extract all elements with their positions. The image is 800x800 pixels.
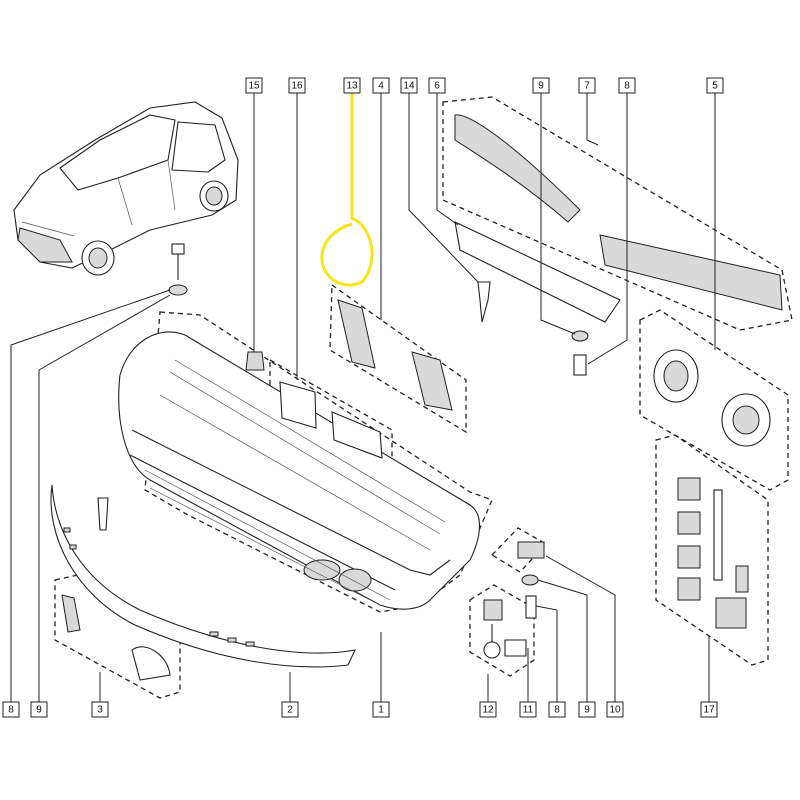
front-bumper xyxy=(118,331,481,610)
callout-bottom-8b: 8 xyxy=(548,701,566,718)
callout-bottom-3: 3 xyxy=(91,701,109,718)
callout-bottom-9b: 9 xyxy=(578,701,596,718)
plates-part-16 xyxy=(279,381,383,459)
group-outlines xyxy=(54,96,793,699)
svg-text:9: 9 xyxy=(36,705,42,716)
svg-text:9: 9 xyxy=(538,81,544,92)
lower-spoiler xyxy=(50,484,356,668)
svg-text:8: 8 xyxy=(8,705,14,716)
car-illustration xyxy=(13,101,239,276)
callout-top-9: 9 xyxy=(532,77,550,94)
callout-top-14: 14 xyxy=(400,77,418,94)
callout-top-13: 13 xyxy=(343,77,361,94)
fasteners xyxy=(97,243,589,659)
callout-top-7: 7 xyxy=(578,77,596,94)
callout-bottom-2: 2 xyxy=(281,701,299,718)
svg-text:8: 8 xyxy=(554,705,560,716)
callout-bottom-17: 17 xyxy=(700,701,718,718)
callout-top-15: 15 xyxy=(245,77,263,94)
svg-text:10: 10 xyxy=(609,705,621,716)
callout-bottom-9: 9 xyxy=(30,701,48,718)
svg-text:9: 9 xyxy=(584,705,590,716)
absorbers-part-6-7 xyxy=(454,114,783,323)
svg-text:3: 3 xyxy=(97,705,103,716)
svg-text:7: 7 xyxy=(584,81,590,92)
callout-bottom-11: 11 xyxy=(519,701,537,718)
leader-lines xyxy=(10,93,716,702)
callout-bottom-8: 8 xyxy=(2,701,20,718)
svg-text:1: 1 xyxy=(378,705,384,716)
clips-part-17 xyxy=(677,477,749,629)
callout-bottom-12: 12 xyxy=(479,701,497,718)
callout-top-8: 8 xyxy=(618,77,636,94)
svg-text:16: 16 xyxy=(291,81,303,92)
callout-bottom-1: 1 xyxy=(372,701,390,718)
callout-bottom-10: 10 xyxy=(606,701,624,718)
svg-text:11: 11 xyxy=(523,705,534,716)
svg-text:15: 15 xyxy=(248,81,260,92)
callout-top-16: 16 xyxy=(288,77,306,94)
svg-text:8: 8 xyxy=(624,81,630,92)
svg-text:12: 12 xyxy=(482,705,494,716)
svg-text:13: 13 xyxy=(346,81,358,92)
fog-lamp-part-5 xyxy=(653,349,771,447)
highlight-mark xyxy=(320,92,374,287)
svg-text:4: 4 xyxy=(378,81,384,92)
svg-text:2: 2 xyxy=(287,705,293,716)
svg-text:14: 14 xyxy=(403,81,415,92)
callout-top-4: 4 xyxy=(372,77,390,94)
svg-text:6: 6 xyxy=(434,81,440,92)
callout-top-5: 5 xyxy=(706,77,724,94)
callout-top-6: 6 xyxy=(428,77,446,94)
brackets-part-4 xyxy=(337,299,453,411)
svg-text:5: 5 xyxy=(712,81,718,92)
svg-text:17: 17 xyxy=(703,705,715,716)
cover-part-3 xyxy=(61,594,171,681)
